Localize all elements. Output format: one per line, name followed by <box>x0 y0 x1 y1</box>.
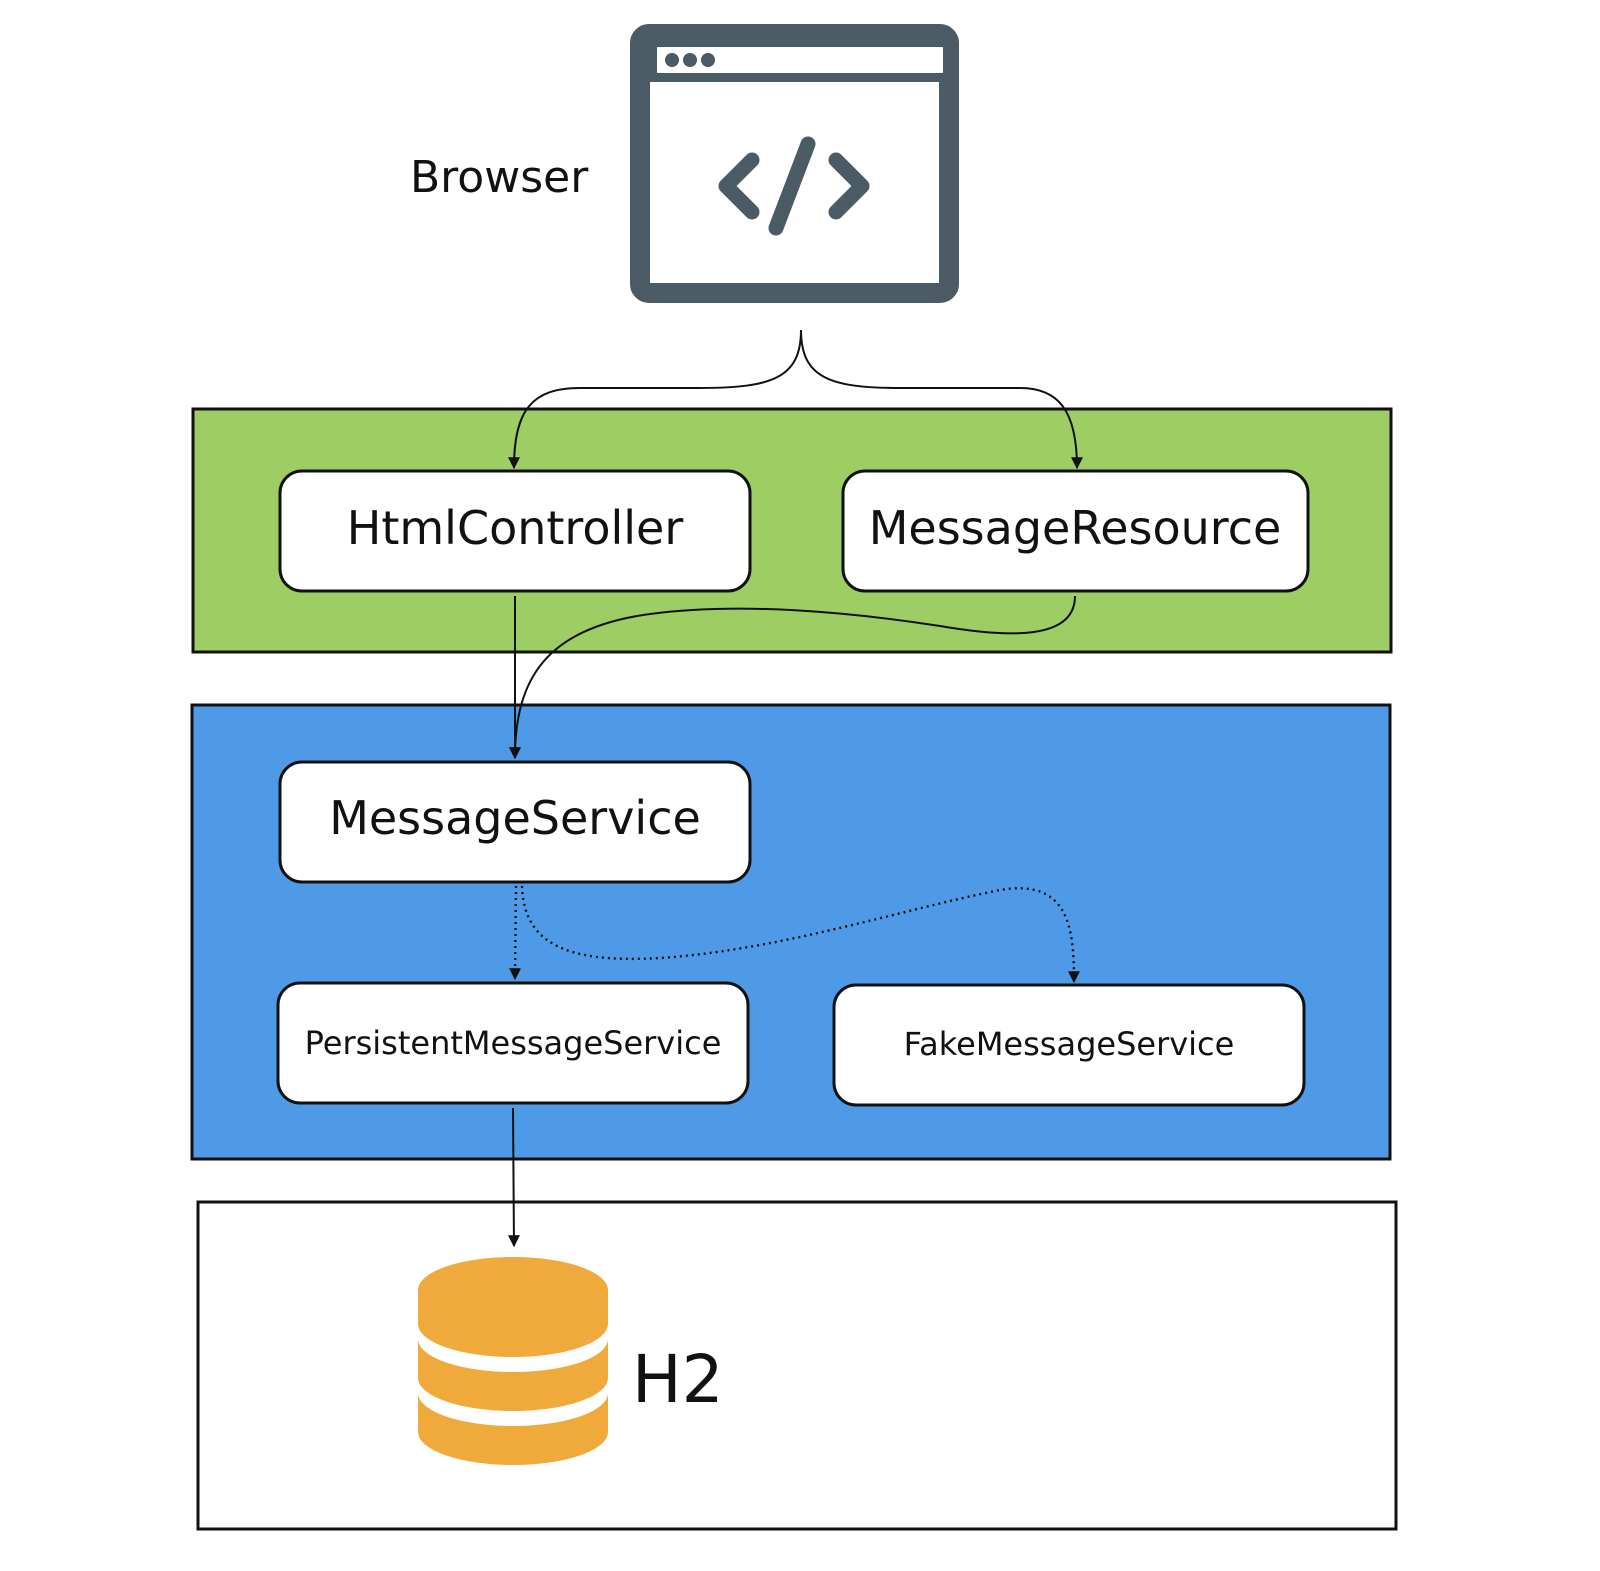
implementation-connectors <box>509 885 1080 984</box>
window-dot-icon <box>665 53 679 67</box>
message-service-to-fake-service-arrow <box>520 885 1080 984</box>
window-dot-icon <box>701 53 715 67</box>
message-service-label: MessageService <box>329 791 701 845</box>
fake-message-service-box[interactable]: FakeMessageService <box>832 983 1306 1107</box>
html-controller-label: HtmlController <box>347 501 684 555</box>
message-resource-to-message-service-arrow <box>509 595 1076 760</box>
browser-code-icon <box>630 24 959 303</box>
database-icon <box>418 1257 608 1465</box>
browser-label: Browser <box>410 152 589 203</box>
window-dot-icon <box>683 53 697 67</box>
code-brackets-icon <box>718 136 870 236</box>
data-layer <box>196 1200 1398 1531</box>
connectors <box>507 329 1083 1248</box>
message-resource-label: MessageResource <box>869 501 1282 555</box>
html-controller-box[interactable]: HtmlController <box>278 469 752 593</box>
database-label: H2 <box>632 1341 724 1418</box>
persistent-service-to-h2-arrow <box>507 1107 520 1248</box>
browser-to-message-resource-arrow <box>800 329 1083 470</box>
browser-to-html-controller-arrow <box>508 329 802 470</box>
fake-message-service-label: FakeMessageService <box>904 1025 1235 1063</box>
persistent-message-service-label: PersistentMessageService <box>305 1024 722 1062</box>
message-resource-box[interactable]: MessageResource <box>841 469 1310 593</box>
persistent-message-service-box[interactable]: PersistentMessageService <box>276 981 750 1105</box>
message-service-box[interactable]: MessageService <box>278 760 752 884</box>
